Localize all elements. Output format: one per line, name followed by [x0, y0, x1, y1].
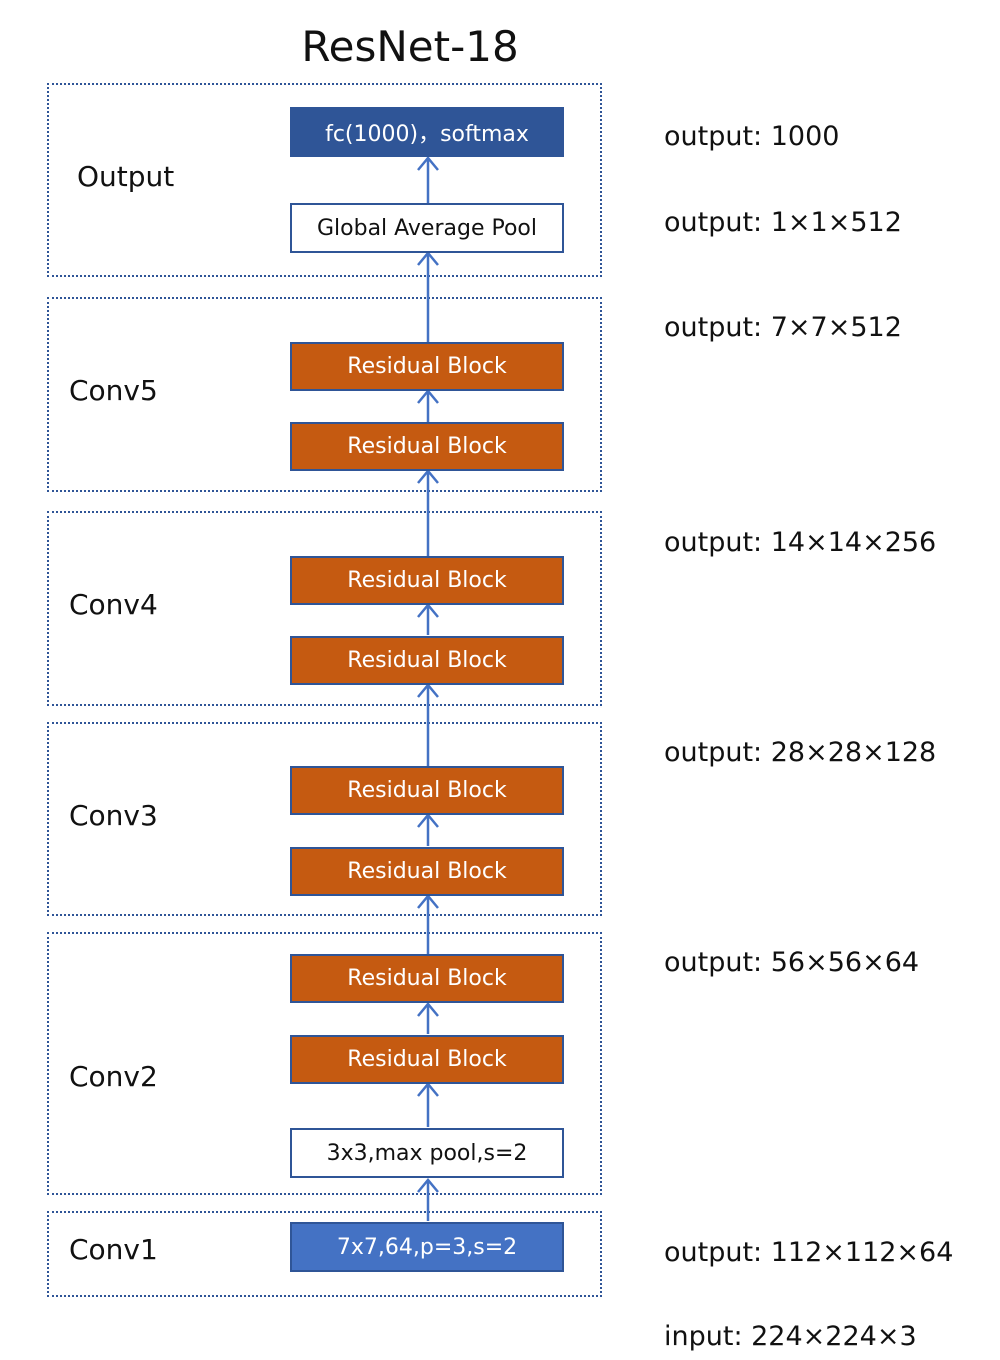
group-conv2 [47, 932, 602, 1195]
group-label-conv1: Conv1 [69, 1233, 158, 1266]
output-size-7x7x512: output: 7×7×512 [664, 312, 902, 343]
group-conv1 [47, 1211, 602, 1297]
residual-block-conv4-bottom: Residual Block [290, 636, 564, 685]
output-size-28x28x128: output: 28×28×128 [664, 737, 937, 768]
group-label-conv5: Conv5 [69, 374, 158, 407]
group-label-output: Output [77, 160, 175, 193]
input-size-224x224x3: input: 224×224×3 [664, 1321, 917, 1352]
group-conv5 [47, 297, 602, 492]
diagram-title: ResNet-18 [301, 22, 519, 71]
output-size-1000: output: 1000 [664, 121, 840, 152]
conv1-block: 7x7,64,p=3,s=2 [290, 1222, 564, 1272]
residual-block-conv2-bottom: Residual Block [290, 1035, 564, 1084]
group-conv4 [47, 511, 602, 706]
residual-block-conv4-top: Residual Block [290, 556, 564, 605]
group-conv3 [47, 722, 602, 916]
output-size-14x14x256: output: 14×14×256 [664, 527, 937, 558]
fc-softmax-block: fc(1000)，softmax [290, 107, 564, 157]
max-pool-block: 3x3,max pool,s=2 [290, 1128, 564, 1178]
group-label-conv3: Conv3 [69, 799, 158, 832]
residual-block-conv5-bottom: Residual Block [290, 422, 564, 471]
group-label-conv2: Conv2 [69, 1060, 158, 1093]
residual-block-conv3-bottom: Residual Block [290, 847, 564, 896]
global-average-pool-block: Global Average Pool [290, 203, 564, 253]
residual-block-conv2-top: Residual Block [290, 954, 564, 1003]
output-size-1x1x512: output: 1×1×512 [664, 207, 902, 238]
group-output [47, 83, 602, 277]
residual-block-conv5-top: Residual Block [290, 342, 564, 391]
output-size-112x112x64: output: 112×112×64 [664, 1237, 954, 1268]
group-label-conv4: Conv4 [69, 588, 158, 621]
output-size-56x56x64: output: 56×56×64 [664, 947, 920, 978]
residual-block-conv3-top: Residual Block [290, 766, 564, 815]
